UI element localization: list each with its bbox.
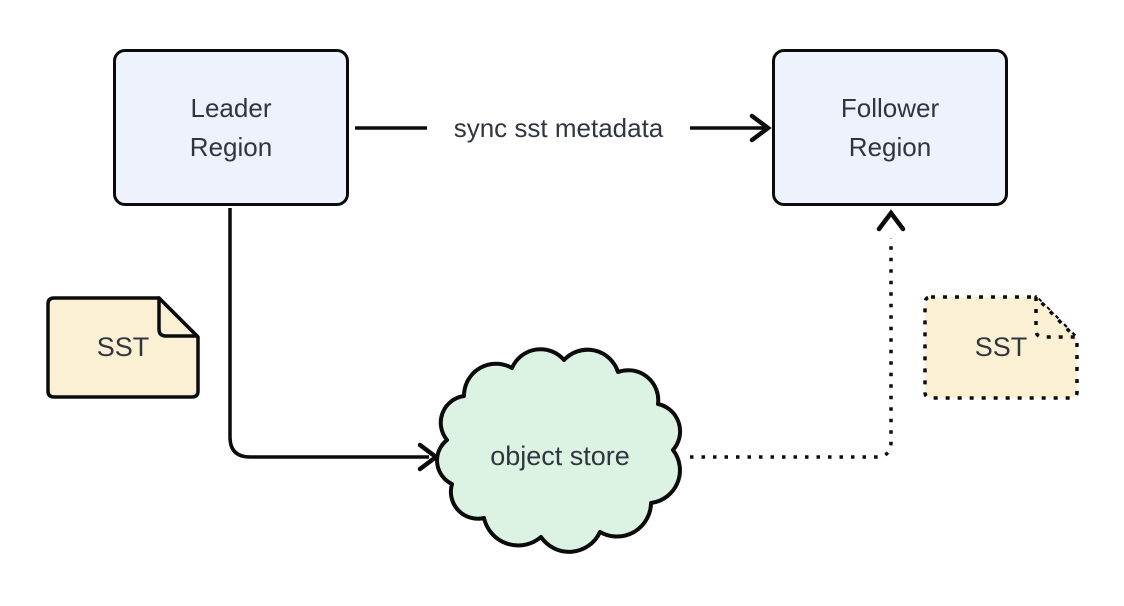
- leader-region-node: Leader Region: [113, 49, 349, 206]
- sst-document: [46, 296, 200, 399]
- sst-document-dotted: [923, 295, 1079, 400]
- leader-to-store-arrow: [228, 208, 440, 472]
- follower-region-node: Follower Region: [772, 49, 1008, 206]
- store-to-follower-arrow: [690, 209, 906, 459]
- leader-region-label: Leader Region: [189, 92, 273, 162]
- object-store-label: object store: [490, 441, 630, 471]
- folded-corner-icon: [157, 296, 199, 338]
- sst-replica-label: SST: [974, 332, 1028, 362]
- sync-edge-label: sync sst metadata: [427, 106, 690, 150]
- sst-source-label: SST: [96, 332, 150, 362]
- follower-region-label: Follower Region: [840, 92, 940, 162]
- object-store-cloud: [435, 347, 683, 554]
- folded-corner-icon: [1034, 295, 1077, 339]
